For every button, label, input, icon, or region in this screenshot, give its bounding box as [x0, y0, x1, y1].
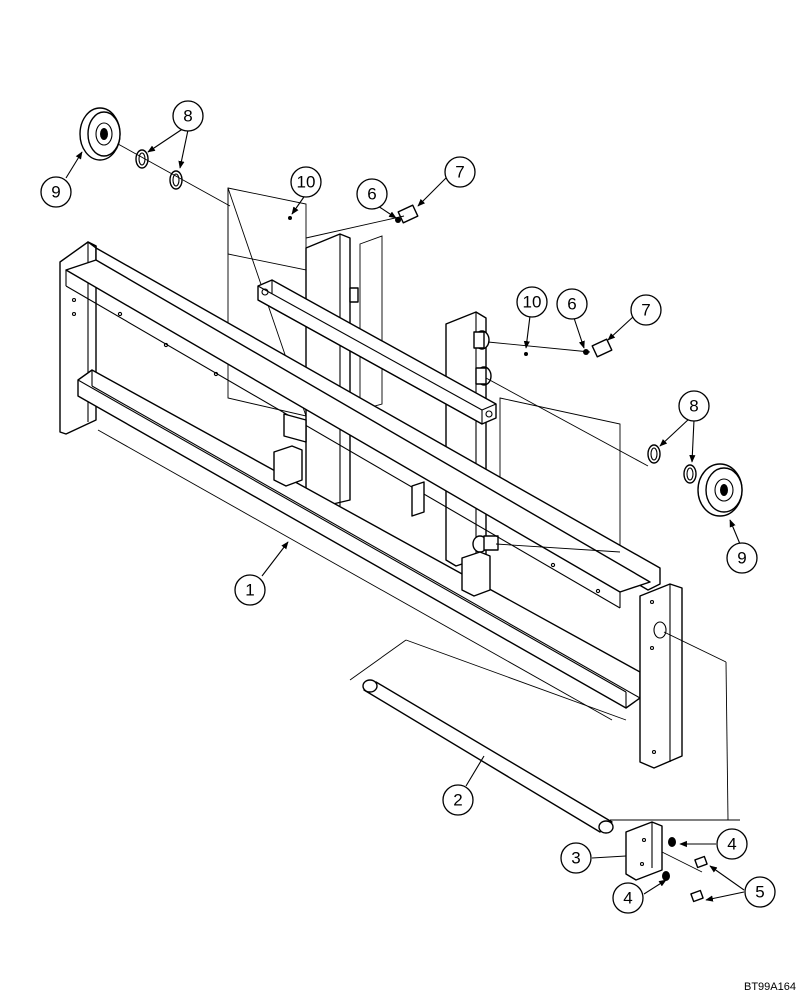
callout-3: 3 — [560, 842, 592, 874]
svg-text:3: 3 — [571, 849, 580, 868]
svg-text:6: 6 — [567, 295, 576, 314]
callout-5: 5 — [744, 876, 776, 908]
bolts-lower — [524, 338, 613, 358]
svg-text:6: 6 — [367, 185, 376, 204]
retaining-plate — [625, 821, 708, 903]
callout-6-upper: 6 — [356, 178, 388, 210]
callout-4-upper: 4 — [716, 828, 748, 860]
svg-text:8: 8 — [183, 107, 192, 126]
svg-text:9: 9 — [51, 183, 60, 202]
svg-text:4: 4 — [727, 835, 736, 854]
stub-shafts — [472, 330, 499, 553]
main-frame — [59, 241, 683, 769]
svg-text:9: 9 — [737, 549, 746, 568]
snap-rings-right — [647, 444, 697, 484]
svg-text:2: 2 — [453, 791, 462, 810]
svg-text:8: 8 — [689, 397, 698, 416]
roller-right — [697, 463, 743, 517]
svg-text:10: 10 — [297, 173, 316, 192]
bolts-upper — [288, 204, 419, 224]
callout-10-upper: 10 — [290, 166, 322, 198]
callout-10-lower: 10 — [516, 286, 548, 318]
callout-8-upper: 8 — [172, 100, 204, 132]
svg-text:7: 7 — [455, 163, 464, 182]
callout-7-lower: 7 — [630, 294, 662, 326]
svg-text:5: 5 — [755, 883, 764, 902]
svg-text:4: 4 — [623, 889, 632, 908]
callout-9-lower: 9 — [726, 542, 758, 574]
figure-code: BT99A164 — [744, 981, 796, 993]
carriage-cross-bar — [257, 279, 497, 425]
roller-left — [79, 107, 121, 161]
callout-leaders — [65, 127, 745, 902]
callout-4-lower: 4 — [612, 882, 644, 914]
callout-6-lower: 6 — [556, 288, 588, 320]
callout-9-upper: 9 — [40, 176, 72, 208]
callout-2: 2 — [442, 784, 474, 816]
svg-text:7: 7 — [641, 301, 650, 320]
svg-text:10: 10 — [523, 293, 542, 312]
assembly-center-lines — [97, 143, 740, 873]
callout-7-upper: 7 — [444, 156, 476, 188]
cross-shaft — [362, 679, 614, 834]
callout-1: 1 — [234, 574, 266, 606]
snap-rings-left — [135, 149, 183, 190]
carriage-upright-right — [445, 311, 487, 567]
svg-text:1: 1 — [245, 581, 254, 600]
callout-8-lower: 8 — [678, 390, 710, 422]
